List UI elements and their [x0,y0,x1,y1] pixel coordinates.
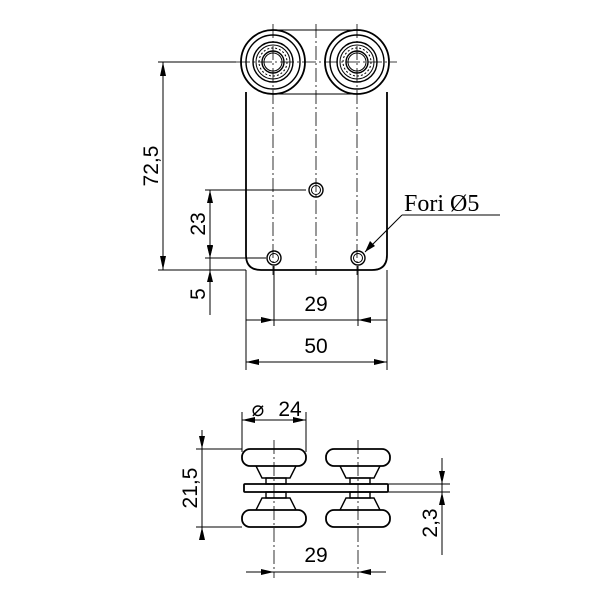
top-view: 72,5 23 5 29 [140,24,500,370]
bottom-right-hole [350,250,366,266]
dim-width: 50 [246,335,387,365]
left-wheel-top [240,29,306,95]
bottom-left-hole [266,250,282,266]
dim-total-height-label: 72,5 [140,146,163,187]
hole-note-leader: Fori Ø5 [364,191,500,253]
dim-bottom-offset-label: 5 [187,288,210,300]
dim-bottom-offset: 5 [187,240,213,315]
side-plate [243,483,389,493]
dim-hole-spacing: 29 [246,293,387,323]
dim-hole-offset-label: 23 [187,212,210,235]
dim-wheel-spacing: 29 [246,544,386,575]
dim-side-height: 21,5 [179,430,205,540]
plate-outline [245,92,388,271]
dim-plate-thickness: 2,3 [419,458,445,555]
center-hole [308,182,324,198]
dim-plate-thickness-label: 2,3 [419,508,442,537]
dim-hole-spacing-label: 29 [304,293,327,316]
dim-width-label: 50 [304,335,327,358]
dim-total-height: 72,5 [140,62,166,270]
hole-note-label: Fori Ø5 [404,191,479,217]
diameter-symbol: ⌀ [252,398,265,421]
dim-side-height-label: 21,5 [179,468,202,509]
dim-wheel-diameter-label: 24 [278,398,302,421]
dim-wheel-spacing-label: 29 [304,544,327,567]
side-view: ⌀ 24 21,5 2,3 29 [179,398,450,578]
dim-wheel-diameter: ⌀ 24 [242,398,306,423]
